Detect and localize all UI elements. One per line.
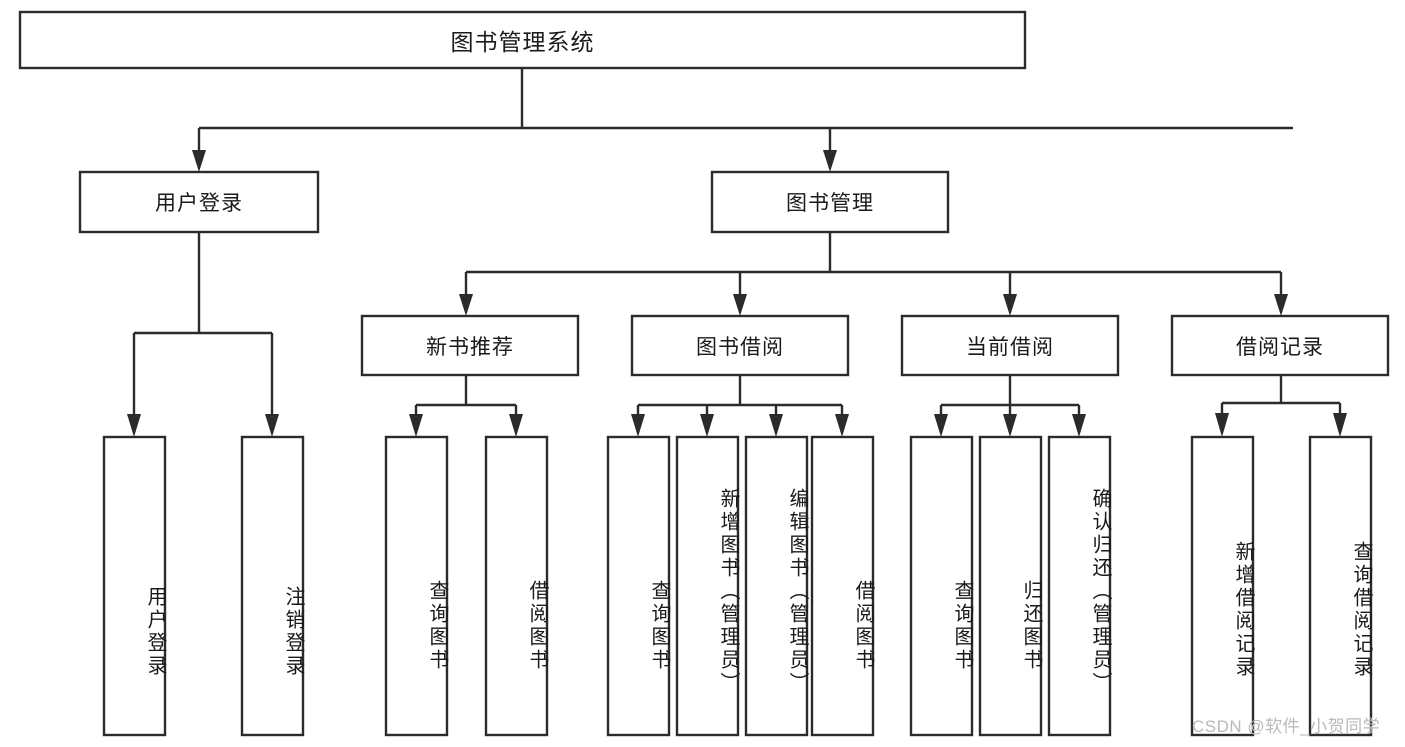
csdn-watermark: CSDN @软件_小贺同学 bbox=[1192, 717, 1381, 736]
leaf-box[interactable] bbox=[1190, 435, 1255, 737]
connector-userlogin-to-leaves bbox=[127, 232, 279, 437]
connector-newbook-to-leaves bbox=[409, 375, 523, 437]
node-book-borrow[interactable] bbox=[630, 314, 850, 377]
leaf-box[interactable] bbox=[978, 435, 1043, 737]
leaf-box[interactable] bbox=[1047, 435, 1112, 737]
connector-bookborrow-to-leaves bbox=[631, 375, 849, 437]
leaf-box[interactable] bbox=[102, 435, 167, 737]
connector-currentborrow-to-leaves bbox=[934, 375, 1086, 437]
leaf-box[interactable] bbox=[909, 435, 974, 737]
leaf-box[interactable] bbox=[744, 435, 809, 737]
leaf-box[interactable] bbox=[484, 435, 549, 737]
node-new-book-recommend[interactable] bbox=[360, 314, 580, 377]
node-book-management[interactable] bbox=[710, 170, 950, 234]
node-root[interactable] bbox=[18, 10, 1027, 70]
leaf-box[interactable] bbox=[675, 435, 740, 737]
node-borrow-record[interactable] bbox=[1170, 314, 1390, 377]
leaf-box[interactable] bbox=[1308, 435, 1373, 737]
leaf-box[interactable] bbox=[384, 435, 449, 737]
node-user-login[interactable] bbox=[78, 170, 320, 234]
leaf-box[interactable] bbox=[606, 435, 671, 737]
leaf-box[interactable] bbox=[810, 435, 875, 737]
leaf-box[interactable] bbox=[240, 435, 305, 737]
connector-borrowrecord-to-leaves bbox=[1215, 375, 1347, 437]
connector-root-to-level2 bbox=[192, 68, 1293, 172]
node-current-borrow[interactable] bbox=[900, 314, 1120, 377]
connector-bookmgmt-to-level3 bbox=[459, 232, 1288, 316]
